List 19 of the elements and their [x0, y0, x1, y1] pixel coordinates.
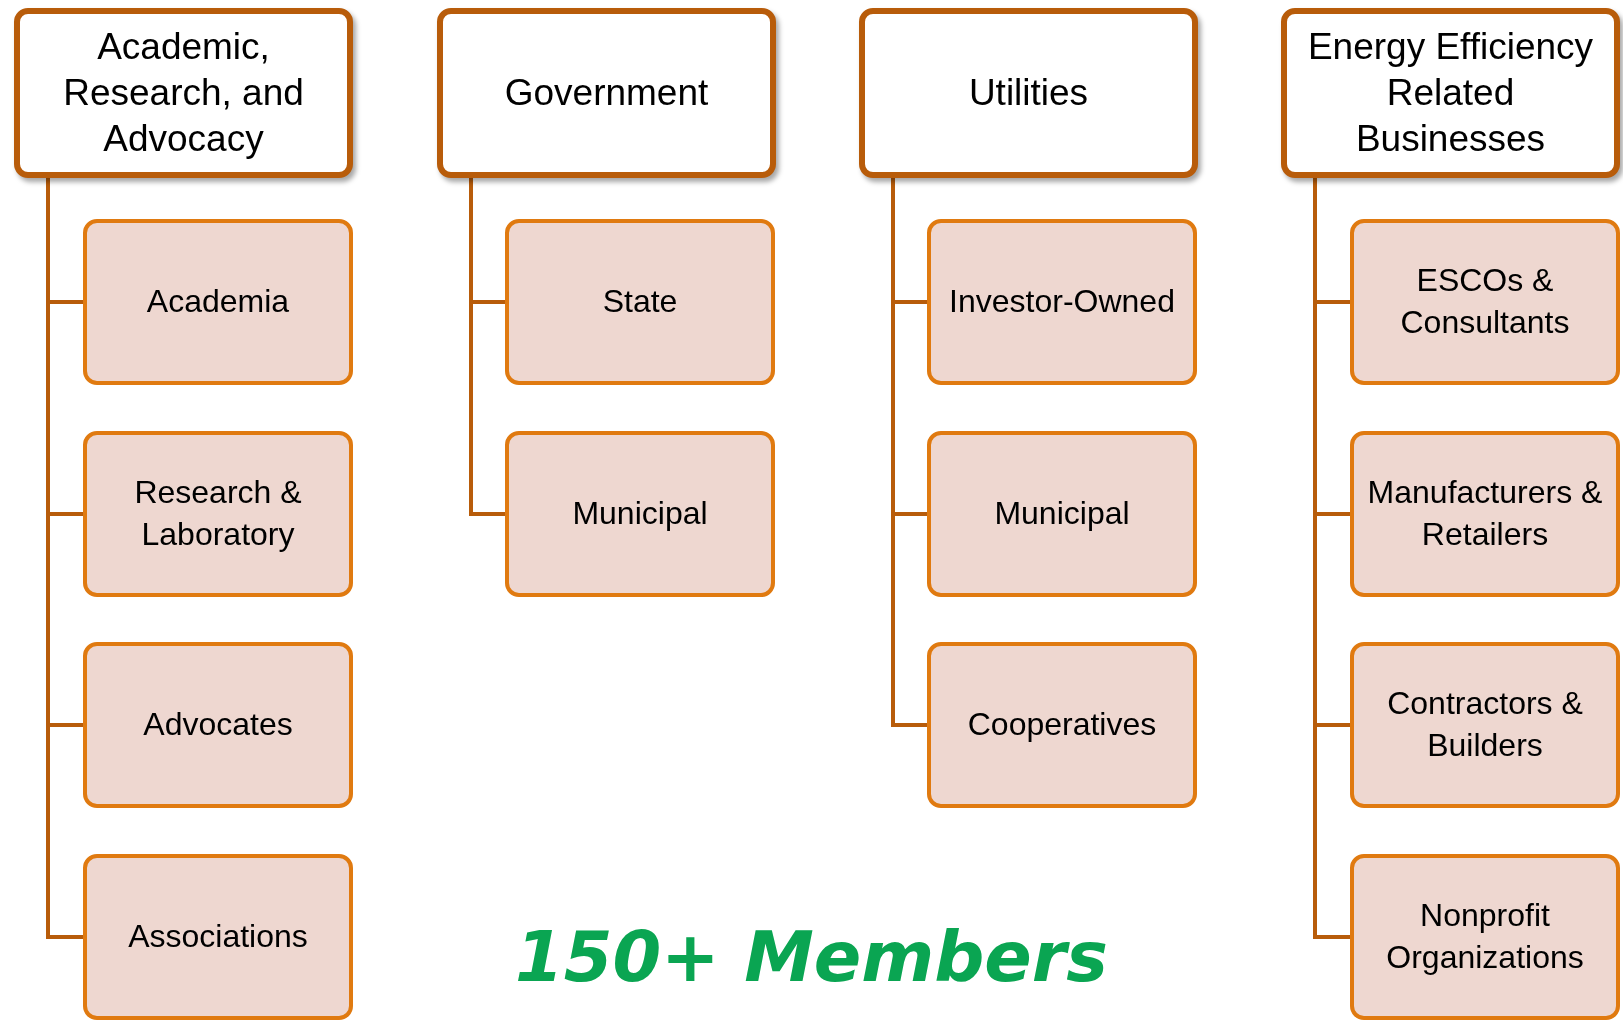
category-box: Academic, Research, and Advocacy [14, 8, 353, 178]
subcategory-box: Advocates [83, 642, 353, 808]
subcategory-box: Nonprofit Organizations [1350, 854, 1620, 1020]
subcategory-box: Academia [83, 219, 353, 385]
subcategory-box: Manufacturers & Retailers [1350, 431, 1620, 597]
subcategory-box: Contractors & Builders [1350, 642, 1620, 808]
category-box: Government [437, 8, 776, 178]
subcategory-box: Research & Laboratory [83, 431, 353, 597]
category-box: Utilities [859, 8, 1198, 178]
subcategory-box: State [505, 219, 775, 385]
subcategory-box: Associations [83, 854, 353, 1020]
connector-line [469, 178, 505, 516]
subcategory-box: Municipal [927, 431, 1197, 597]
category-box: Energy Efficiency Related Businesses [1281, 8, 1620, 178]
subcategory-box: Municipal [505, 431, 775, 597]
subcategory-box: Investor-Owned [927, 219, 1197, 385]
subcategory-box: Cooperatives [927, 642, 1197, 808]
subcategory-box: ESCOs & Consultants [1350, 219, 1620, 385]
members-count-text: 150+ Members [515, 922, 1108, 992]
